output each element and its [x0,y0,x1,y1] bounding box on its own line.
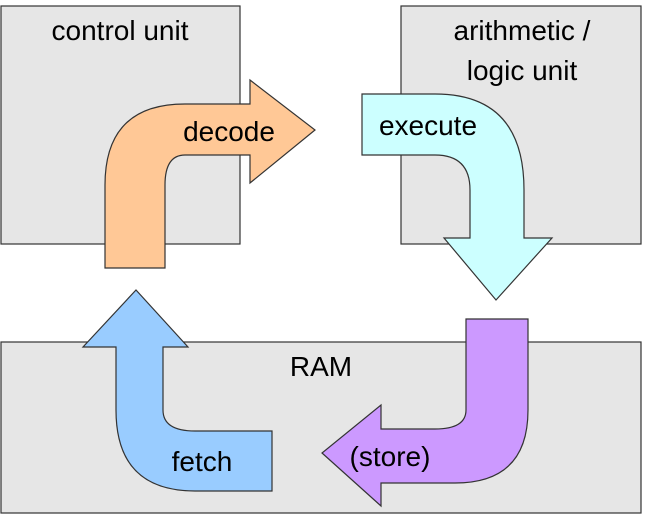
alu-label-line1: arithmetic / [454,15,591,46]
execute-arrow [361,93,554,301]
decode-arrow [104,78,316,269]
store-arrow [321,318,529,508]
ram-label: RAM [290,351,352,382]
ram-box [0,341,642,514]
fetch-arrow [81,289,273,492]
alu-label-line2: logic unit [467,55,578,86]
store-label: (store) [350,441,431,472]
control-unit-label: control unit [52,15,189,46]
decode-label: decode [183,116,275,147]
execute-label: execute [379,110,477,141]
fetch-label: fetch [172,446,233,477]
